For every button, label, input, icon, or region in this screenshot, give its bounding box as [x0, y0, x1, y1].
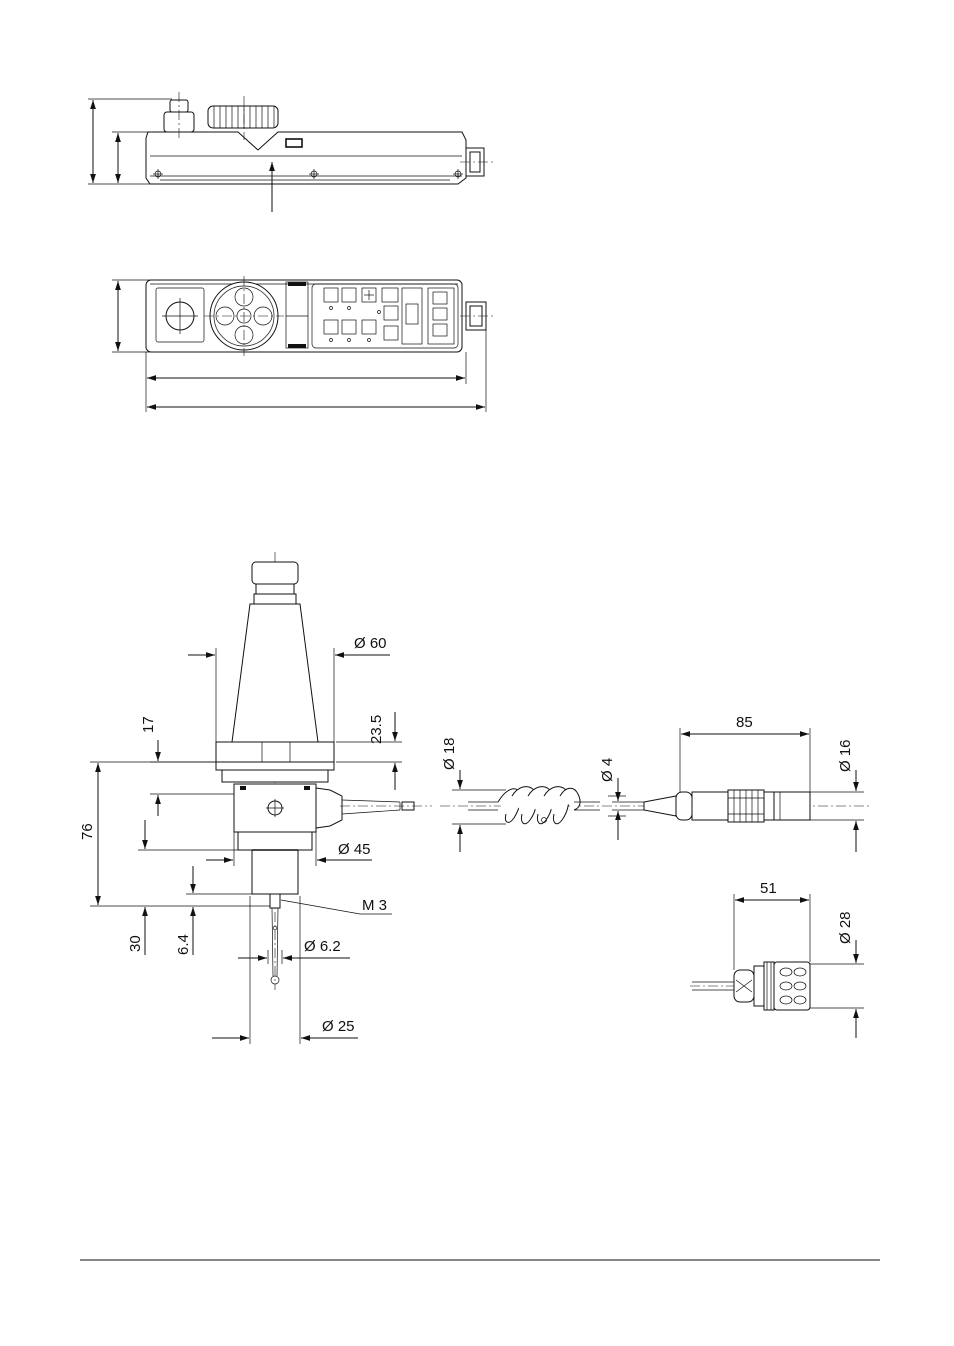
shank-length-label: 6.4: [175, 934, 192, 955]
body-diameter-label: Ø 45: [338, 841, 371, 858]
thread-label: M 3: [362, 897, 387, 914]
cable-diameter-label: Ø 4: [599, 758, 616, 782]
stylus-diameter-label: Ø 6.2: [304, 938, 341, 955]
flange-offset-label: 23.5: [368, 715, 385, 744]
connector-diameter-label: Ø 16: [837, 739, 854, 772]
coil-diameter-label: Ø 18: [441, 737, 458, 770]
tip-diameter-label: Ø 25: [322, 1018, 355, 1035]
handwheel-side-view: [88, 92, 494, 212]
touch-probe-drawing: Ø 60 23.5 17 76 Ø 45 30 6.4: [79, 552, 432, 1044]
connector-length-label: 85: [736, 714, 753, 731]
coiled-cable-drawing: Ø 18 Ø 4 85 Ø 16: [440, 714, 870, 852]
lower-height-label: 30: [127, 935, 144, 952]
flange-thickness-label: 17: [140, 716, 157, 733]
coupling-diameter-label: Ø 28: [837, 911, 854, 944]
handwheel-top-view: [112, 276, 496, 412]
overall-height-label: 76: [79, 823, 96, 840]
coupling-length-label: 51: [760, 880, 777, 897]
taper-diameter-label: Ø 60: [354, 635, 387, 652]
coupling-drawing: 51 Ø 28: [690, 880, 864, 1038]
